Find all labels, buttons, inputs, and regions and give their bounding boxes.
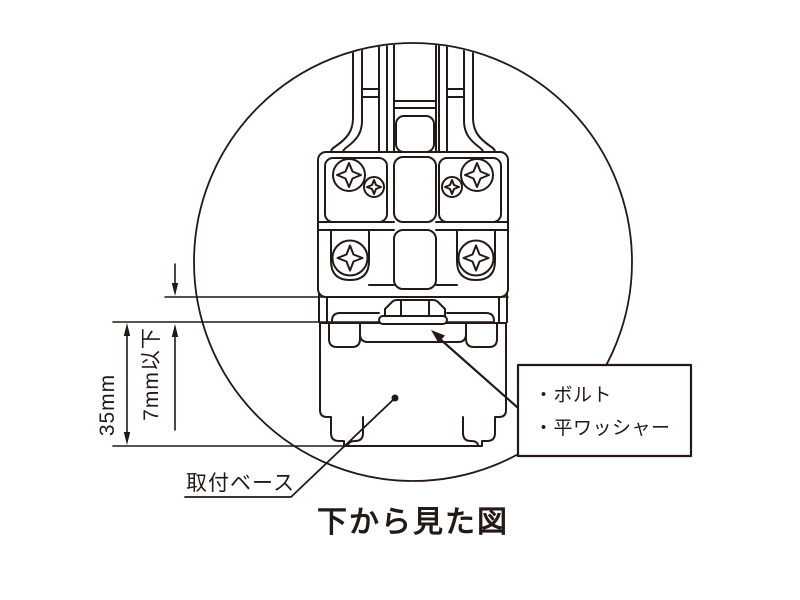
dimension-35mm [123, 323, 131, 445]
callout [431, 330, 693, 458]
screw-bottom-right [457, 239, 495, 277]
mounting-base-leader [184, 394, 399, 498]
mounting-base-label: 取付ベース [186, 472, 295, 495]
mounting-base-plate [319, 322, 507, 447]
leader-dot [391, 394, 399, 402]
callout-arrowhead [431, 330, 445, 343]
detail-circle [193, 42, 633, 482]
neck-rails [330, 44, 496, 153]
callout-item-bolt: ・ボルト [534, 384, 612, 406]
bracket-body [317, 151, 509, 298]
dimension-label-7mm: 7mm以下 [140, 327, 163, 421]
bracket-drawing [317, 44, 509, 447]
diagram-caption: 下から見た図 [317, 506, 509, 539]
screw-bottom-left [331, 239, 369, 277]
dimension-label-35mm: 35mm [96, 374, 119, 436]
screws [331, 158, 495, 277]
screw-small-left [363, 176, 385, 198]
bolt-and-washer [378, 299, 448, 325]
screw-top-right [460, 158, 494, 192]
screw-top-left [332, 158, 366, 192]
callout-item-washer: ・平ワッシャー [534, 418, 671, 439]
flat-washer [378, 315, 448, 325]
screw-small-right [441, 176, 463, 198]
dimension-7mm [171, 263, 179, 431]
base-channel [318, 290, 508, 323]
line-art-group [112, 42, 693, 498]
callout-box [516, 363, 693, 458]
